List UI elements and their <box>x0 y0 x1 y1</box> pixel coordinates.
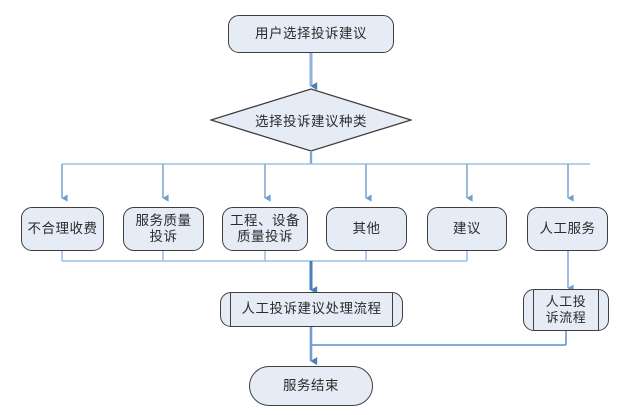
node-start[interactable]: 用户选择投诉建议 <box>228 15 394 53</box>
node-option-manual-service[interactable]: 人工服务 <box>527 207 608 251</box>
node-manual-complaint-process-label-line1: 人工投 <box>545 294 587 310</box>
node-option-suggestion[interactable]: 建议 <box>427 207 507 251</box>
node-option-other[interactable]: 其他 <box>326 207 407 251</box>
node-end[interactable]: 服务结束 <box>249 366 373 406</box>
node-option5-label: 建议 <box>453 220 481 236</box>
node-start-label: 用户选择投诉建议 <box>255 25 367 41</box>
node-option3-label-line1: 工程、设备 <box>230 212 300 228</box>
node-manual-complaint-suggestion-process[interactable]: 人工投诉建议处理流程 <box>220 292 403 327</box>
node-option2-label-line2: 投诉 <box>149 229 178 244</box>
node-end-label: 服务结束 <box>283 377 339 393</box>
node-option1-label: 不合理收费 <box>27 220 98 236</box>
node-option-service-quality-complaint[interactable]: 服务质量 投诉 <box>123 207 204 251</box>
node-decision[interactable]: 选择投诉建议种类 <box>210 88 412 152</box>
node-manual-process-label: 人工投诉建议处理流程 <box>241 301 382 317</box>
diamond-shape <box>210 88 412 152</box>
node-option6-label: 人工服务 <box>539 220 596 236</box>
edge-decision-to-bus <box>62 152 590 165</box>
node-option2-label-line1: 服务质量 <box>135 212 192 228</box>
node-option3-label-line2: 质量投诉 <box>237 229 293 244</box>
node-option4-label: 其他 <box>352 220 381 236</box>
edge-options-merge-bus <box>61 251 468 262</box>
node-manual-complaint-process[interactable]: 人工投 诉流程 <box>523 289 609 331</box>
node-option-engineering-equipment-quality-complaint[interactable]: 工程、设备 质量投诉 <box>222 207 308 251</box>
node-manual-complaint-process-label-line2: 诉流程 <box>545 310 587 325</box>
node-decision-label: 选择投诉建议种类 <box>255 114 367 129</box>
edge-right-process-to-end <box>312 331 567 346</box>
node-option-unreasonable-charge[interactable]: 不合理收费 <box>21 207 104 251</box>
